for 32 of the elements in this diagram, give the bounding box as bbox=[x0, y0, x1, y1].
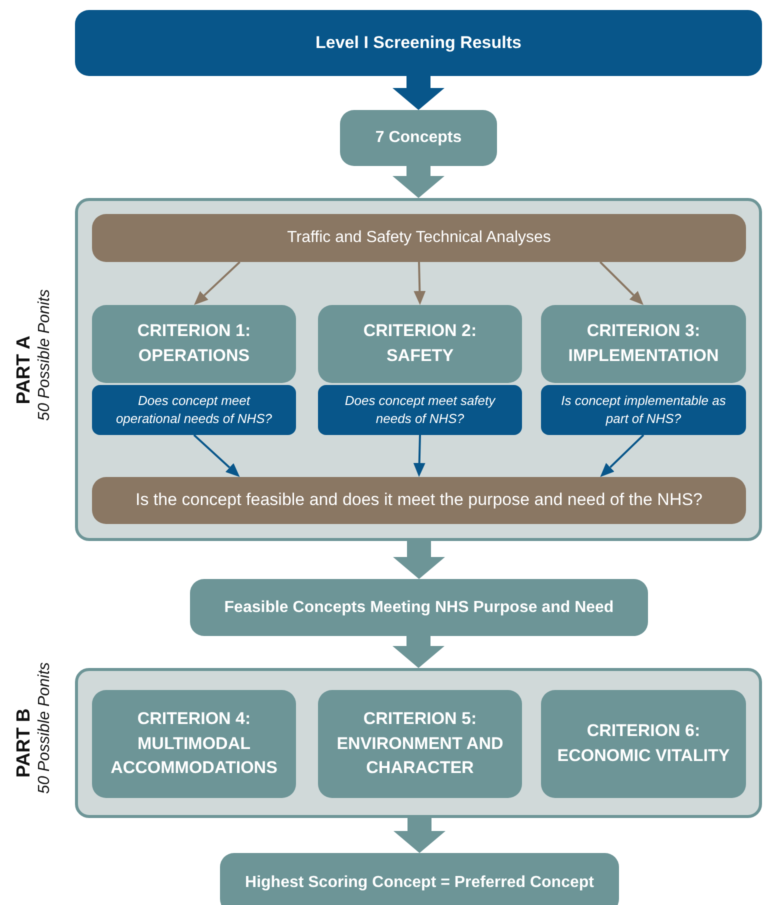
block-arrow bbox=[392, 636, 444, 668]
arrow bbox=[600, 434, 644, 477]
process-box: Level I Screening Results bbox=[75, 10, 762, 76]
block-arrow bbox=[393, 541, 445, 579]
process-box: Feasible Concepts Meeting NHS Purpose and Need bbox=[190, 579, 648, 636]
process-box: 7 Concepts bbox=[340, 110, 497, 166]
analysis-bar: Traffic and Safety Technical Analyses bbox=[92, 214, 746, 262]
question-box: Is concept implementable as part of NHS? bbox=[541, 385, 746, 435]
arrow bbox=[413, 434, 426, 477]
arrow bbox=[193, 434, 240, 477]
criterion-box: CRITERION 2: SAFETY bbox=[318, 305, 522, 383]
part-label: PART A bbox=[12, 335, 35, 404]
part-panel bbox=[75, 668, 762, 818]
part-panel bbox=[75, 198, 762, 541]
decision-bar: Is the concept feasible and does it meet the purpose and need of the NHS? bbox=[92, 477, 746, 524]
criterion-box: CRITERION 6: ECONOMIC VITALITY bbox=[541, 690, 746, 798]
part-label: PART B bbox=[13, 708, 36, 778]
criterion-box: CRITERION 4: MULTIMODAL ACCOMMODATIONS bbox=[92, 690, 296, 798]
block-arrow bbox=[392, 166, 444, 198]
points-note: 50 Possible Ponits bbox=[36, 662, 54, 794]
block-arrow bbox=[392, 76, 444, 110]
arrow bbox=[414, 262, 426, 305]
criterion-box: CRITERION 1: OPERATIONS bbox=[92, 305, 296, 383]
block-arrow bbox=[394, 818, 446, 853]
question-box: Does concept meet safety needs of NHS? bbox=[318, 385, 522, 435]
criterion-box: CRITERION 5: ENVIRONMENT AND CHARACTER bbox=[318, 690, 522, 798]
points-note: 50 Possible Ponits bbox=[36, 288, 54, 420]
criterion-box: CRITERION 3: IMPLEMENTATION bbox=[541, 305, 746, 383]
arrow bbox=[194, 261, 240, 305]
question-box: Does concept meet operational needs of NHS? bbox=[92, 385, 296, 435]
process-box: Highest Scoring Concept = Preferred Concept bbox=[220, 853, 619, 905]
arrow bbox=[599, 261, 644, 305]
